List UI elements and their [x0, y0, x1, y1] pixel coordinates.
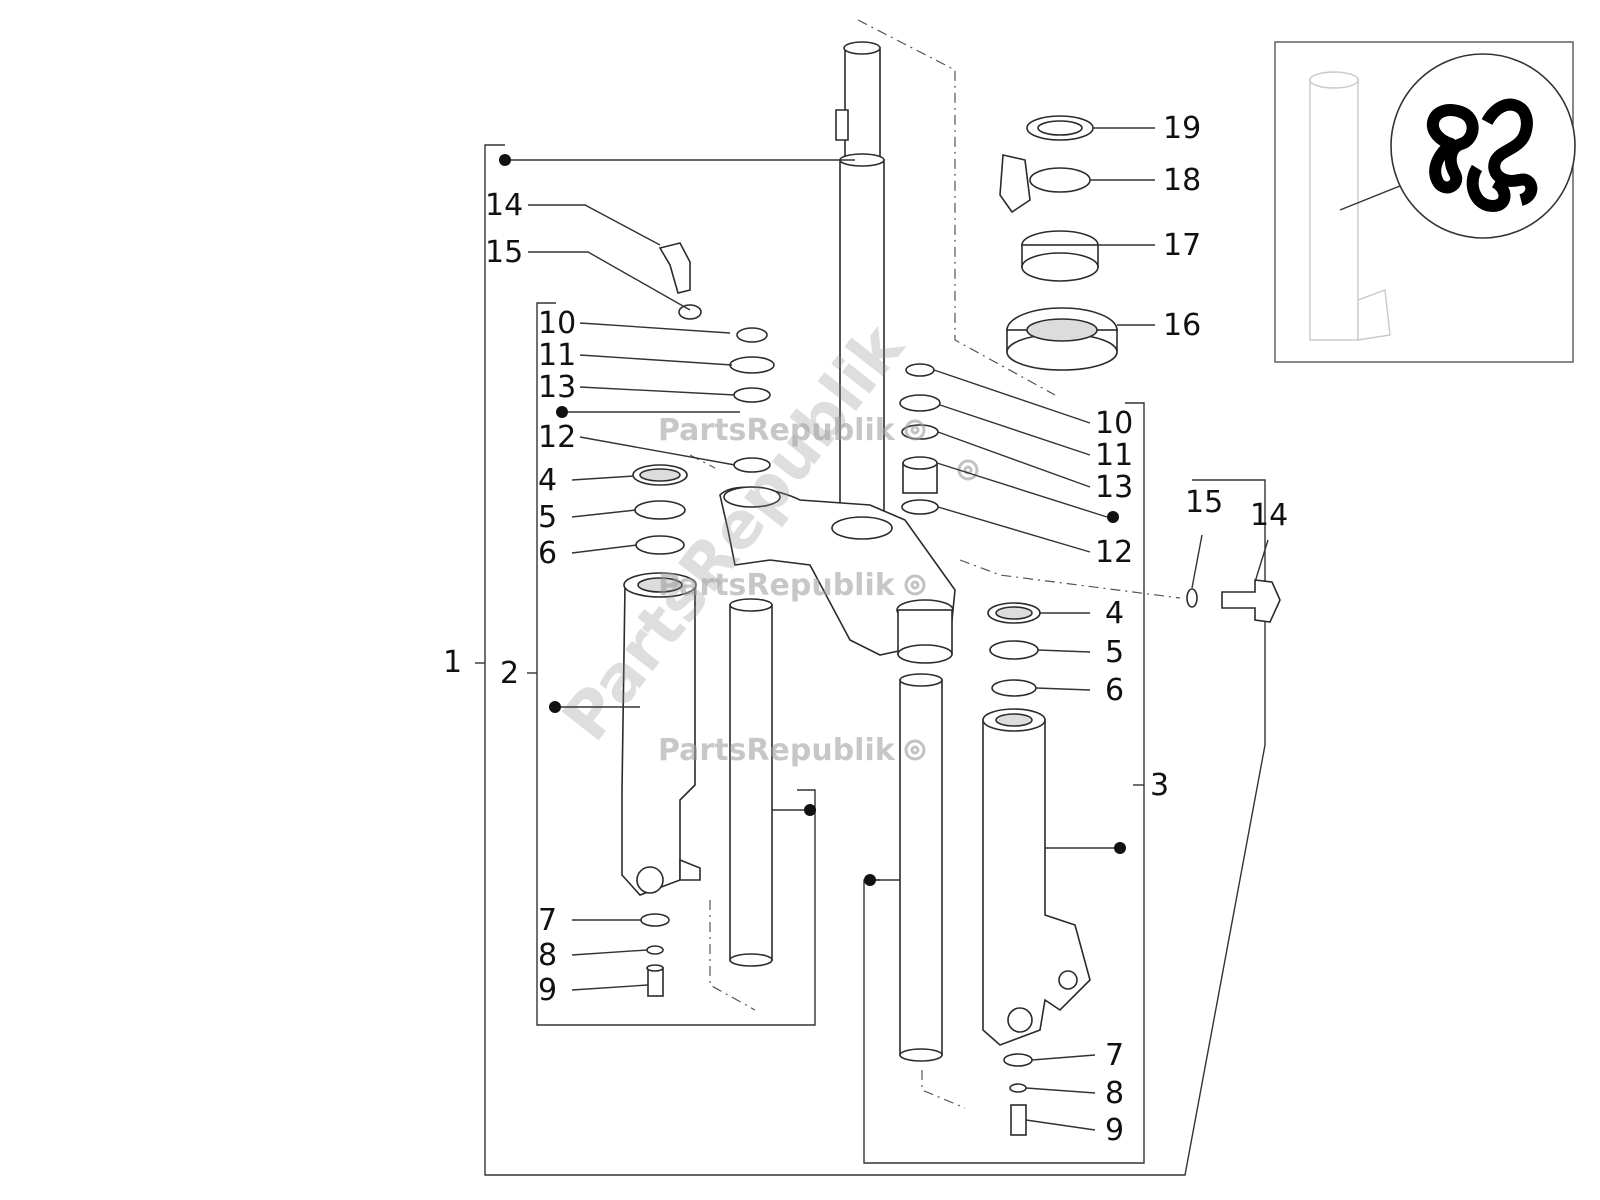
- inset-panel: [1274, 41, 1576, 363]
- callout-6-right: 6: [1105, 673, 1124, 708]
- gear-icon: [904, 419, 979, 761]
- callout-1: 1: [443, 645, 462, 680]
- callout-12-left: 12: [538, 420, 576, 455]
- callout-2: 2: [500, 656, 519, 691]
- watermark-3: PartsRepublik: [658, 733, 896, 768]
- callout-3: 3: [1150, 768, 1169, 803]
- parts-republik-logo-icon: [1426, 98, 1538, 212]
- left-inner-tube: [729, 604, 773, 961]
- callout-7-left: 7: [538, 903, 557, 938]
- right-outer-slider: [982, 719, 1091, 1046]
- frame-2: [536, 302, 816, 1026]
- callout-10-right: 10: [1095, 406, 1133, 441]
- steering-tube: [835, 41, 885, 531]
- callout-19: 19: [1163, 111, 1201, 146]
- callout-7-right: 7: [1105, 1038, 1124, 1073]
- leader-lines: [475, 127, 1269, 1131]
- right-inner-tube: [899, 679, 943, 1056]
- callout-labels: 1 2 3 14 15 10 11 13 12 4 5 6 7 8 9 19 1…: [443, 111, 1288, 1148]
- right-fork-assembly: [899, 363, 1281, 1136]
- left-fork-assembly: [621, 242, 775, 997]
- callout-8-right: 8: [1105, 1076, 1124, 1111]
- callout-18: 18: [1163, 163, 1201, 198]
- callout-13-left: 13: [538, 370, 576, 405]
- callout-14-right: 14: [1250, 498, 1288, 533]
- callout-4-left: 4: [538, 463, 557, 498]
- callout-8-left: 8: [538, 938, 557, 973]
- watermark-2: PartsRepublik: [658, 568, 896, 603]
- callout-12-right: 12: [1095, 535, 1133, 570]
- fork-yoke: [719, 486, 956, 664]
- callout-15-right: 15: [1185, 485, 1223, 520]
- watermark-1: PartsRepublik: [658, 413, 896, 448]
- callout-17: 17: [1163, 228, 1201, 263]
- callout-9-right: 9: [1105, 1113, 1124, 1148]
- callout-11-right: 11: [1095, 438, 1133, 473]
- callout-13-right: 13: [1095, 470, 1133, 505]
- callout-11-left: 11: [538, 338, 576, 373]
- callout-10-left: 10: [538, 306, 576, 341]
- callout-5-right: 5: [1105, 635, 1124, 670]
- callout-6-left: 6: [538, 536, 557, 571]
- callout-15-left: 15: [485, 235, 523, 270]
- callout-5-left: 5: [538, 500, 557, 535]
- callout-16: 16: [1163, 308, 1201, 343]
- frame-1: [484, 144, 1266, 1176]
- steering-bearing-set: [999, 115, 1118, 371]
- callout-9-left: 9: [538, 973, 557, 1008]
- callout-14-left: 14: [485, 188, 523, 223]
- callout-4-right: 4: [1105, 596, 1124, 631]
